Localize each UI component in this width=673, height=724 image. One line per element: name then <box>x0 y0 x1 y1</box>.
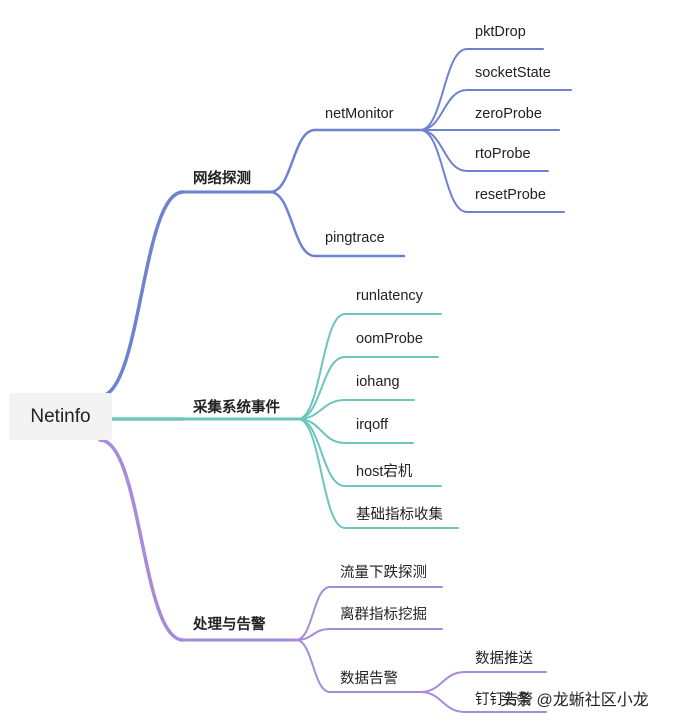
node-traffic-drop: 流量下跌探测 <box>340 565 427 581</box>
edge-netmonitor-leaf-3 <box>419 129 468 172</box>
node-pktdrop: pktDrop <box>475 24 526 40</box>
edge-alerting-child-1 <box>295 628 331 641</box>
node-basic-metrics: 基础指标收集 <box>356 507 443 523</box>
node-rtoprobe: rtoProbe <box>475 146 531 162</box>
node-runlatency: runlatency <box>356 288 423 304</box>
branch-system-events: 采集系统事件 <box>193 400 280 416</box>
node-outlier-mining: 离群指标挖掘 <box>340 607 427 623</box>
node-zeroprobe: zeroProbe <box>475 106 542 122</box>
node-data-alert: 数据告警 <box>340 671 398 687</box>
edge-alert-dingtalk <box>419 691 466 713</box>
edge-events-leaf-2 <box>297 399 346 420</box>
node-data-push: 数据推送 <box>475 651 533 667</box>
edge-events-leaf-5 <box>297 418 346 529</box>
node-iohang: iohang <box>356 374 400 390</box>
edge-netmonitor-leaf-1 <box>419 89 468 131</box>
edge-network-pingtrace <box>268 190 317 258</box>
root-node-label: Netinfo <box>30 406 91 427</box>
edge-alerting-child-0 <box>295 586 331 641</box>
node-resetprobe: resetProbe <box>475 187 546 203</box>
edge-netmonitor-leaf-0 <box>419 48 468 131</box>
edge-network-netmonitor <box>268 128 317 194</box>
node-netmonitor: netMonitor <box>325 106 394 122</box>
node-pingtrace: pingtrace <box>325 230 385 246</box>
node-socketstate: socketState <box>475 65 551 81</box>
node-host-down: host宕机 <box>356 464 413 480</box>
root-node-box <box>9 393 112 440</box>
edge-events-leaf-1 <box>297 356 346 420</box>
branch-processing-alerting: 处理与告警 <box>193 617 266 633</box>
edge-root-network <box>98 190 185 398</box>
edge-netmonitor-leaf-4 <box>419 129 468 213</box>
edge-alerting-child-2 <box>295 639 331 693</box>
edge-events-leaf-0 <box>297 313 346 420</box>
node-irqoff: irqoff <box>356 417 388 433</box>
branch-network-probe: 网络探测 <box>193 171 251 187</box>
watermark: 头条 @龙蜥社区小龙 <box>500 692 649 709</box>
edge-root-alerting <box>98 438 185 642</box>
node-dingtalk-alert: 钉钉告警 <box>475 692 533 708</box>
edge-alert-push <box>419 671 466 693</box>
node-oomprobe: oomProbe <box>356 331 423 347</box>
